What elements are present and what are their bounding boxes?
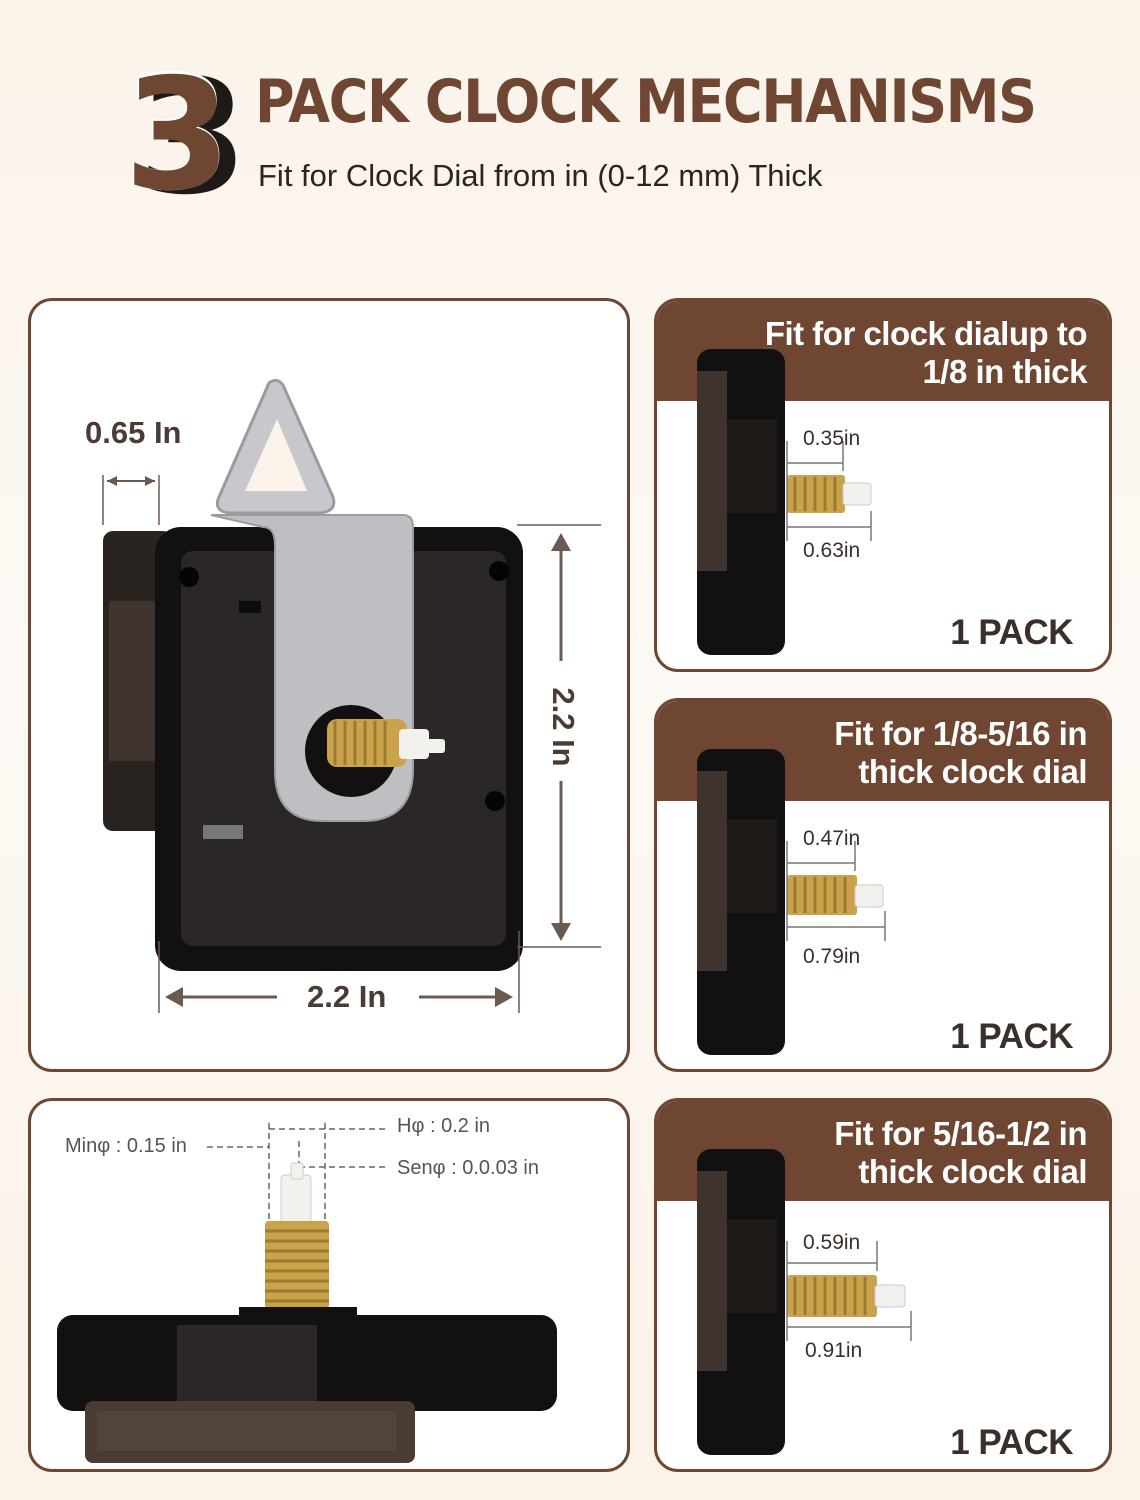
shaft-length-label: 0.91in xyxy=(805,1339,863,1362)
page-title: PACK CLOCK MECHANISMS xyxy=(255,67,1037,137)
height-dimension-label: 2.2 In xyxy=(546,687,581,767)
thread-length-label: 0.47in xyxy=(803,827,861,850)
second-hand-diameter-label: Senφ : 0.0.03 in xyxy=(397,1157,539,1179)
svg-text:3: 3 xyxy=(122,50,232,210)
hour-hand-diameter-label: Hφ : 0.2 in xyxy=(397,1115,491,1137)
main-dimension-panel: 0.65 In 2.2 In 2.2 In xyxy=(28,298,630,1072)
pack-count-label: 1 PACK xyxy=(950,613,1073,652)
width-dimension-label: 2.2 In xyxy=(307,979,387,1014)
pack-count-graphic: 3 3 3 xyxy=(118,50,238,210)
movement-side-illustration xyxy=(697,1149,912,1455)
shaft-length-label: 0.79in xyxy=(803,945,861,968)
shaft-detail-panel: Minφ : 0.15 in Hφ : 0.2 in Senφ : 0.0.03… xyxy=(28,1098,630,1472)
thread-length-label: 0.35in xyxy=(803,427,861,450)
svg-text:3: 3 xyxy=(138,50,238,210)
page-subtitle: Fit for Clock Dial from in (0-12 mm) Thi… xyxy=(258,158,823,193)
pack-count-label: 1 PACK xyxy=(950,1423,1073,1462)
movement-side-illustration xyxy=(697,349,872,655)
minute-hand-diameter-label: Minφ : 0.15 in xyxy=(65,1135,187,1157)
depth-dimension-label: 0.65 In xyxy=(85,415,182,450)
svg-text:3: 3 xyxy=(124,50,231,210)
shaft-length-label: 0.63in xyxy=(803,539,861,562)
clock-movement-back-illustration xyxy=(102,378,601,1013)
pack-count-label: 1 PACK xyxy=(950,1017,1073,1056)
clock-movement-side-illustration xyxy=(57,1123,557,1463)
thread-length-label: 0.59in xyxy=(803,1231,861,1254)
movement-side-illustration xyxy=(697,749,886,1055)
